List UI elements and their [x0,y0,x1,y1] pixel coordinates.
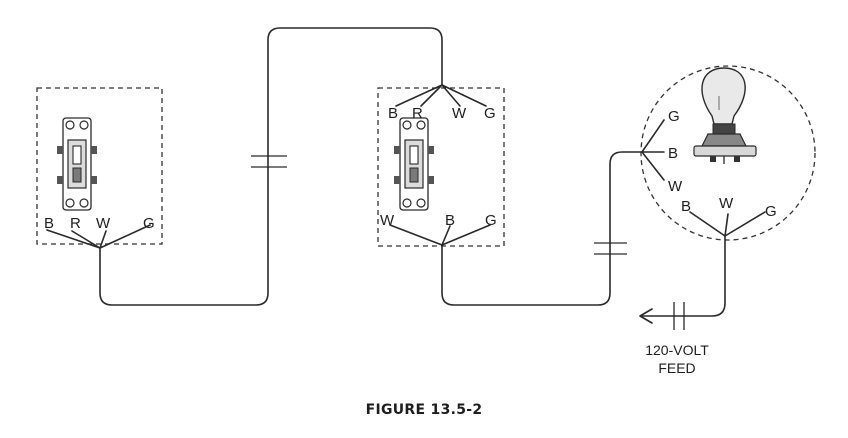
cable-marks [251,155,685,330]
switch-1-fanout [46,224,151,249]
switch-2-top-terminal-r: R [412,105,423,122]
lamp-terminal-g: G [668,108,680,125]
switch-1-icon [57,117,97,211]
switch-1-terminal-r: R [70,215,81,232]
switch-2-top-fanout [395,84,487,107]
switch-2-top-terminal-g: G [484,105,496,122]
switch-box-2-outline [377,87,505,247]
lamp-box-outline [640,65,816,241]
switch-1-terminal-b: B [44,215,54,232]
feed-label-line-2: FEED [658,360,695,376]
feed-cable [641,235,726,317]
lamp-terminal-w: W [668,178,683,195]
switch-1-terminal-g: G [143,215,155,232]
switch-2-bottom-terminal-g: G [485,212,497,229]
lamp-feed-fanout [689,211,766,237]
switch-2-top-terminal-b: B [388,105,398,122]
cable-switch2-lamp [441,151,643,306]
switch-2-bottom-fanout [389,224,491,246]
switch-2-top-terminal-w: W [452,105,467,122]
lamp-bulb-icon [693,67,757,164]
figure-caption: FIGURE 13.5-2 [366,402,483,418]
feed-terminal-b: B [681,198,691,215]
lamp-left-fanout [641,119,665,181]
feed-arrow-icon [639,308,653,324]
switch-2-bottom-terminal-b: B [445,212,455,229]
feed-terminal-g: G [765,203,777,220]
switch-box-1-outline [36,87,163,245]
feed-label-line-1: 120-VOLT [645,342,709,358]
switch-2-icon [394,117,434,211]
lamp-terminal-b: B [668,145,678,162]
switch-2-bottom-terminal-w: W [380,212,395,229]
switch-1-terminal-w: W [96,215,111,232]
feed-terminal-w: W [719,195,734,212]
